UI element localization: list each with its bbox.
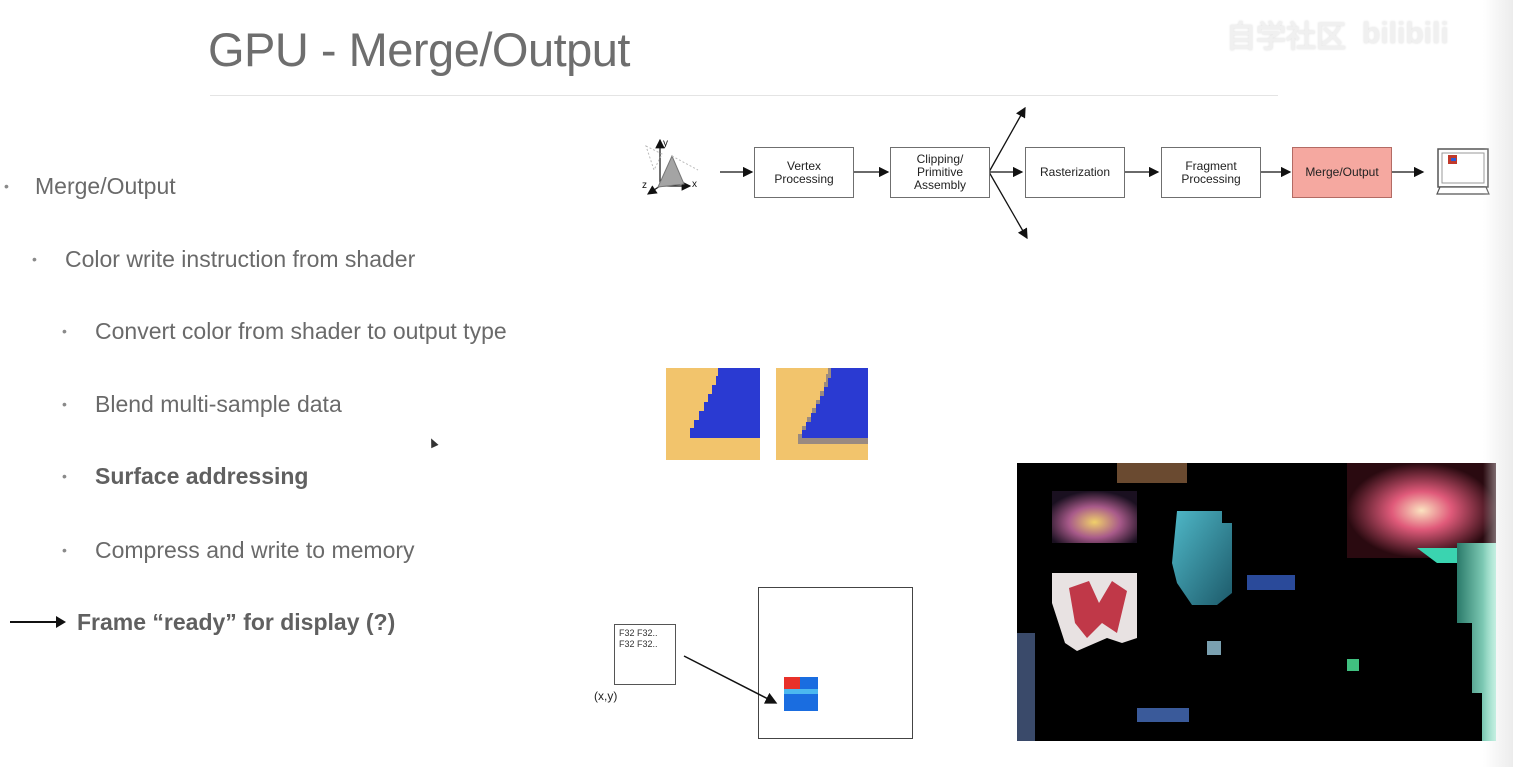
axis-y-label: y	[663, 138, 668, 149]
edge-shade	[1483, 0, 1513, 767]
bullet-dot-icon: •	[62, 542, 67, 558]
bullet-dot-icon: •	[62, 468, 67, 484]
monitor-icon	[1436, 148, 1490, 195]
triangle-axes-icon: y x z	[642, 138, 699, 195]
bullet-level3-bold: • Surface addressing	[62, 463, 309, 490]
sample-data-box: F32 F32.. F32 F32..	[614, 624, 676, 685]
arrow-right-icon	[10, 621, 62, 623]
bullet-dot-icon: •	[62, 396, 67, 412]
stage-label: Clipping/ Primitive Assembly	[913, 152, 966, 192]
stage-clipping-primitive-assembly: Clipping/ Primitive Assembly	[890, 147, 990, 198]
bilibili-logo-icon: bilibili	[1362, 17, 1449, 50]
stage-label: Rasterization	[1039, 165, 1111, 179]
aliased-edge-tile	[666, 368, 760, 460]
antialiased-edge-tile	[776, 368, 868, 460]
bullet-level3: • Blend multi-sample data	[62, 391, 342, 418]
pixel-block-icon	[784, 677, 818, 711]
watermark: 自学社区 bilibili	[1226, 14, 1513, 54]
title-divider	[210, 95, 1278, 96]
partial-frame-image	[1017, 463, 1496, 741]
axis-x-label: x	[692, 179, 697, 190]
bullet-dot-icon: •	[4, 178, 9, 194]
conclusion-text: Frame “ready” for display (?)	[77, 609, 396, 635]
bullet-text: Convert color from shader to output type	[95, 318, 507, 344]
stage-fragment-processing: Fragment Processing	[1161, 147, 1261, 198]
watermark-text: 自学社区	[1226, 21, 1346, 54]
bullet-text: Merge/Output	[35, 173, 176, 199]
bullet-level1: • Merge/Output	[4, 173, 176, 200]
bullet-text: Color write instruction from shader	[65, 246, 416, 272]
stage-label: Merge/Output	[1305, 165, 1379, 179]
slide-title: GPU - Merge/Output	[208, 23, 631, 76]
bullet-dot-icon: •	[62, 323, 67, 339]
bullet-level3: • Convert color from shader to output ty…	[62, 318, 507, 345]
stage-label: Fragment Processing	[1181, 158, 1241, 186]
coordinate-label: (x,y)	[594, 689, 618, 703]
bullet-level2: • Color write instruction from shader	[32, 246, 416, 273]
bullet-text: Compress and write to memory	[95, 537, 415, 563]
stage-rasterization: Rasterization	[1025, 147, 1125, 198]
arrow-head-icon	[56, 616, 66, 628]
sample-data-line: F32 F32..	[619, 639, 658, 649]
bullet-dot-icon: •	[32, 251, 37, 267]
stage-merge-output: Merge/Output	[1292, 147, 1392, 198]
sample-data-line: F32 F32..	[619, 628, 658, 638]
stage-label: Vertex Processing	[774, 158, 834, 186]
axis-z-label: z	[642, 180, 647, 191]
partial-frame-art	[1017, 463, 1496, 741]
bullet-text: Blend multi-sample data	[95, 391, 342, 417]
bullet-level3: • Compress and write to memory	[62, 537, 415, 564]
surface-memory-box	[758, 587, 913, 739]
stage-vertex-processing: Vertex Processing	[754, 147, 854, 198]
bullet-text: Surface addressing	[95, 463, 309, 489]
